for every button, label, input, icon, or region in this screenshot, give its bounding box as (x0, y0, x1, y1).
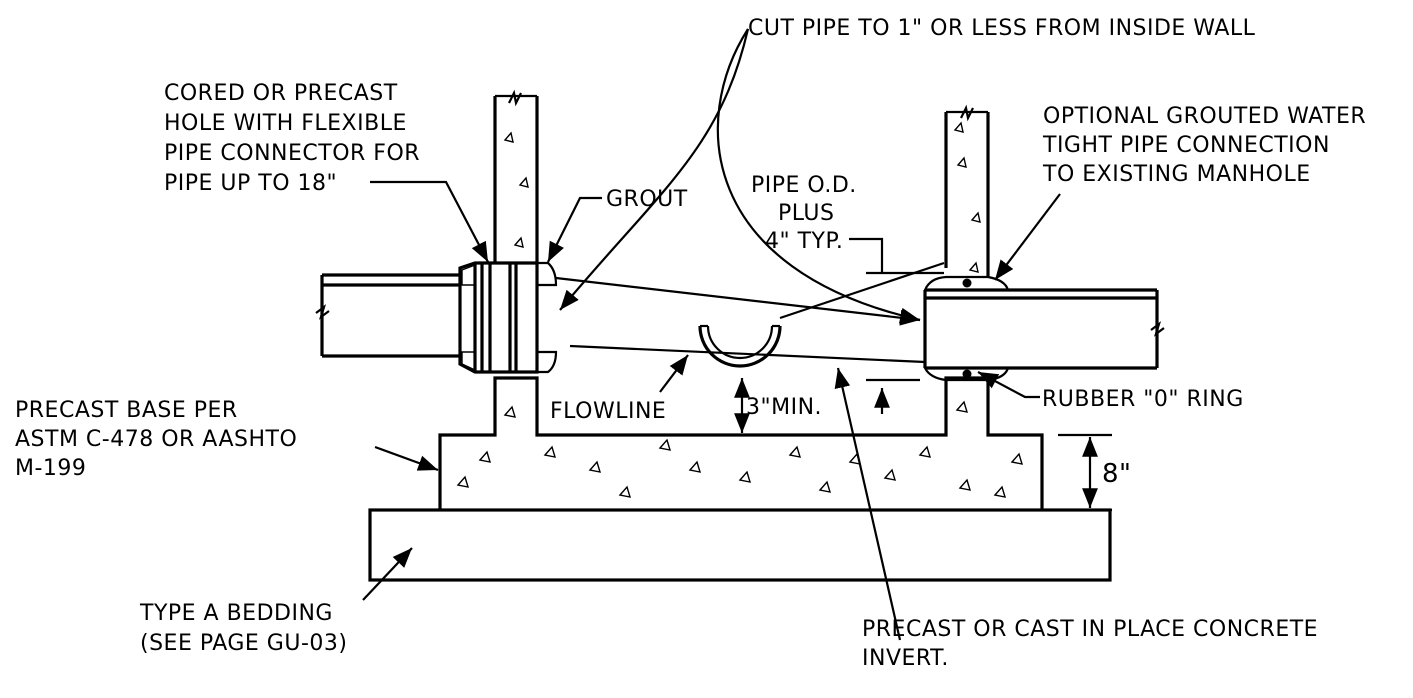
bedding-note-line-1: TYPE A BEDDING (139, 601, 333, 626)
three-inch-min-label: 3"MIN. (746, 395, 822, 420)
flowline-label: FLOWLINE (550, 399, 666, 424)
left-pipe (315, 261, 558, 374)
concrete-aggregate-marks (456, 400, 1024, 498)
precast-base-note-line-2: ASTM C-478 OR AASHTO (15, 427, 297, 452)
optional-grouted-note-line-1: OPTIONAL GROUTED WATER (1043, 104, 1366, 129)
right-grouted-connection (923, 275, 1010, 292)
bedding-layer (368, 508, 1112, 582)
optional-grouted-note-line-3: TO EXISTING MANHOLE (1042, 162, 1311, 187)
right-manhole-wall (944, 104, 990, 278)
cored-hole-note-line-4: PIPE UP TO 18" (164, 171, 337, 196)
pipe-od-note-line-1: PIPE O.D. (751, 173, 857, 198)
optional-grouted-note-line-2: TIGHT PIPE CONNECTION (1042, 133, 1330, 158)
pipe-od-note-line-3: 4" TYP. (765, 229, 843, 254)
cut-pipe-note: CUT PIPE TO 1" OR LESS FROM INSIDE WALL (748, 16, 1256, 41)
bedding-note-line-2: (SEE PAGE GU-03) (140, 631, 347, 656)
leader-lines (362, 28, 1112, 641)
grout-note: GROUT (606, 187, 688, 212)
rubber-ring-label: RUBBER "0" RING (1042, 387, 1244, 412)
invert-note-line-2: INVERT. (862, 646, 949, 671)
precast-base-note-line-3: M-199 (15, 456, 86, 481)
o-ring-top (962, 278, 972, 288)
pipe-od-note-line-2: PLUS (778, 201, 835, 226)
invert-note-line-1: PRECAST OR CAST IN PLACE CONCRETE (862, 617, 1318, 642)
precast-base-note-line-1: PRECAST BASE PER (15, 398, 238, 423)
flexible-pipe-connector (458, 261, 539, 374)
cored-hole-note-line-2: HOLE WITH FLEXIBLE (164, 111, 407, 136)
annotation-notes: CUT PIPE TO 1" OR LESS FROM INSIDE WALL … (15, 16, 1366, 671)
eight-inch-label: 8" (1102, 459, 1132, 489)
cored-hole-note-line-1: CORED OR PRECAST (164, 81, 398, 106)
right-pipe (923, 275, 1165, 382)
cored-hole-note-line-3: PIPE CONNECTOR FOR (164, 141, 420, 166)
o-ring-bottom (962, 369, 972, 379)
left-grout (535, 261, 558, 287)
precast-base (438, 376, 1044, 510)
left-manhole-wall (493, 89, 539, 263)
invert-channel (698, 324, 782, 368)
